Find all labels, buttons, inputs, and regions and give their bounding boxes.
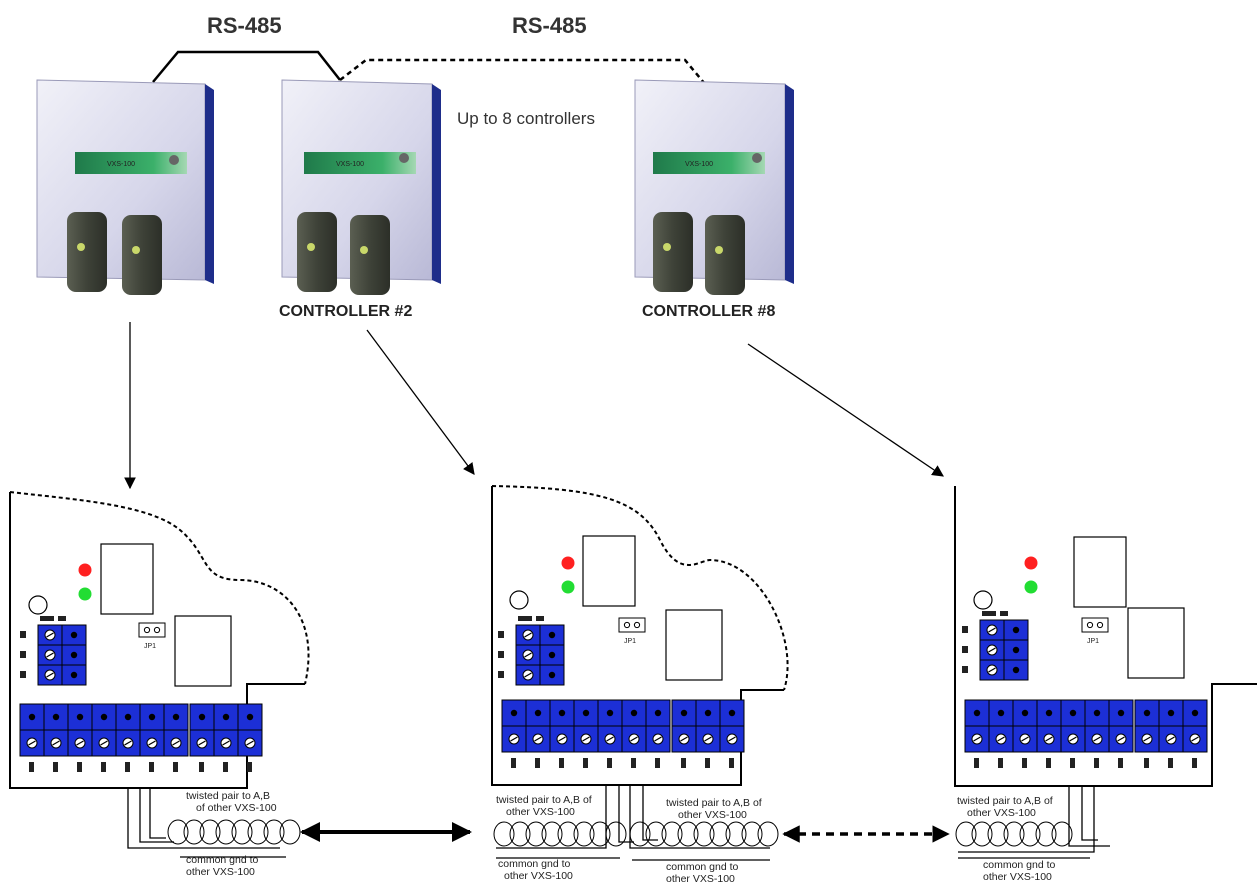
board2-twisted-pair-right-line1: twisted pair to A,B of <box>666 797 762 809</box>
board2-twisted-pair-left-line1: twisted pair to A,B of <box>496 794 592 806</box>
reset-button <box>973 590 993 610</box>
wire <box>1068 786 1110 847</box>
board-outline <box>954 486 1257 787</box>
card-reader-icon <box>350 215 390 295</box>
wire <box>629 785 770 849</box>
wire <box>618 785 634 843</box>
card-reader-icon <box>297 212 337 292</box>
controllers-note: Up to 8 controllers <box>457 109 595 128</box>
rs485-label-left: RS-485 <box>207 13 282 38</box>
card-reader-icon <box>653 212 693 292</box>
arrow-to-board-8 <box>747 343 944 477</box>
card-reader-icon <box>122 215 162 295</box>
ic-chip <box>1127 607 1185 679</box>
reset-button <box>28 595 48 615</box>
controller-label-8: CONTROLLER #8 <box>642 303 775 320</box>
jumper-jp1 <box>138 622 166 638</box>
wire <box>958 786 1095 853</box>
wire <box>642 785 658 841</box>
board1-twisted-pair-line1: twisted pair to A,B <box>186 790 270 802</box>
ic-chip <box>100 543 154 615</box>
controller-panel-2: VXS-100 <box>281 79 441 295</box>
status-led-red <box>1024 556 1038 570</box>
panel-brand-text: VXS-100 <box>107 161 135 168</box>
board-cutaway-edge <box>9 491 310 685</box>
rs485-bus-solid <box>152 50 341 83</box>
status-led-green <box>1024 580 1038 594</box>
ic-chip <box>582 535 636 607</box>
reset-button <box>509 590 529 610</box>
board2-gnd-left-line1: common gnd to <box>498 858 571 870</box>
board-outline <box>9 492 305 789</box>
status-led-red <box>561 556 575 570</box>
jumper-label: JP1 <box>1087 638 1099 645</box>
panel-brand-band <box>653 152 765 174</box>
panel-brand-band <box>75 152 187 174</box>
board8-twisted-pair-line1: twisted pair to A,B of <box>957 795 1053 807</box>
board-outline <box>491 486 784 786</box>
board8-gnd-line1: common gnd to <box>983 859 1056 871</box>
card-reader-icon <box>705 215 745 295</box>
ic-chip <box>174 615 232 687</box>
wire <box>139 788 174 843</box>
panel-brand-text: VXS-100 <box>336 161 364 168</box>
board1-gnd-line1: common gnd to <box>186 854 259 866</box>
controller-label-2: CONTROLLER #2 <box>279 303 412 320</box>
board2-twisted-pair-left-line2: other VXS-100 <box>506 806 575 818</box>
ic-chip <box>1073 536 1127 608</box>
board8-gnd-line2: other VXS-100 <box>983 871 1052 883</box>
panel-brand-text: VXS-100 <box>685 161 713 168</box>
wire <box>127 788 280 849</box>
controller-board-1: JP1 <box>9 491 310 858</box>
board2-gnd-right-line1: common gnd to <box>666 861 739 873</box>
board8-twisted-pair-line2: other VXS-100 <box>967 807 1036 819</box>
panel-brand-band <box>304 152 416 174</box>
board-cutaway-edge <box>491 485 789 691</box>
board2-gnd-left-line2: other VXS-100 <box>504 870 573 882</box>
wire <box>496 785 607 849</box>
jumper-jp1 <box>1081 617 1109 633</box>
arrow-to-board-2 <box>366 329 475 475</box>
status-led-red <box>78 563 92 577</box>
controller-panel-1: VXS-100 <box>36 79 214 295</box>
status-led-green <box>78 587 92 601</box>
board2-gnd-right-line2: other VXS-100 <box>666 873 735 885</box>
controller-board-8: JP1 <box>954 486 1257 859</box>
controller-board-2: JP1 <box>491 485 789 861</box>
rs485-label-right: RS-485 <box>512 13 587 38</box>
jumper-jp1 <box>618 617 646 633</box>
card-reader-icon <box>67 212 107 292</box>
board2-twisted-pair-right-line2: other VXS-100 <box>678 809 747 821</box>
board1-gnd-line2: other VXS-100 <box>186 866 255 878</box>
status-led-green <box>561 580 575 594</box>
jumper-label: JP1 <box>624 638 636 645</box>
wire <box>149 788 166 839</box>
wire <box>1081 786 1098 841</box>
board1-twisted-pair-line2: of other VXS-100 <box>196 802 277 814</box>
rs485-bus-dashed <box>339 58 706 85</box>
jumper-label: JP1 <box>144 643 156 650</box>
controller-panel-8: VXS-100 <box>634 79 794 295</box>
ic-chip <box>665 609 723 681</box>
